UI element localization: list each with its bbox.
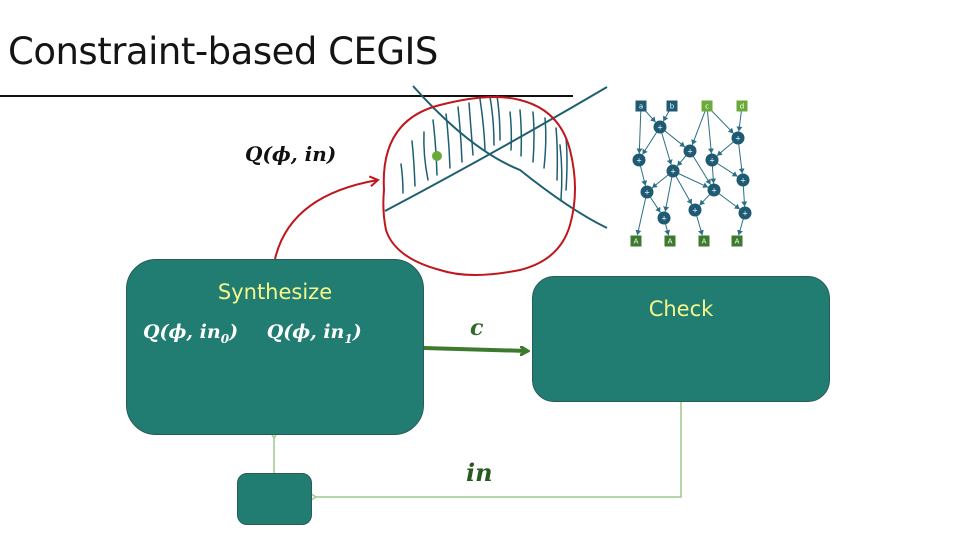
dag-edge [663,170,674,212]
hatching-strokes [400,95,568,201]
dag-operator-node [707,183,721,197]
dag-input-label: a [639,103,643,111]
dag-operator-label: + [742,210,748,218]
dag-output-node [630,235,642,247]
program-dag: a b c d + + + + + + + + + + + + A A A A [630,100,752,247]
dag-operator-node [632,153,646,167]
constraint-line-2 [412,85,608,229]
candidate-point [432,151,442,161]
synthesize-box[interactable]: Synthesize Q(ϕ, in0) Q(ϕ, in1) [126,259,424,435]
query-arrow [274,175,380,260]
equation-1: Q(ϕ, in1) [266,321,362,346]
input-store-box[interactable] [237,473,312,525]
dag-operator-label: + [735,135,741,143]
dag-operator-label: + [670,168,676,176]
dag-edge [691,105,708,146]
dag-operator-node [705,153,719,167]
equation-1-subscript: 1 [344,331,353,346]
dag-operator-label: + [636,157,642,165]
dag-output-node [731,235,743,247]
dag-output-label: A [735,238,740,246]
dag-input-label: c [705,103,709,111]
equation-0-main: Q(ϕ, in [143,321,221,343]
dag-input-label: b [670,103,675,111]
dag-operator-node [666,164,680,178]
dag-input-node [635,100,647,112]
dag-operator-label: + [661,215,667,223]
dag-input-label: d [740,103,744,111]
dag-output-label: A [702,238,707,246]
equation-1-close: ) [352,321,362,343]
candidate-label: c [470,315,484,341]
check-box[interactable]: Check [532,276,830,402]
title-underline [0,95,573,97]
dag-operator-node [640,185,654,199]
dag-operator-node [736,173,750,187]
dag-edge [689,150,712,185]
synthesize-equations: Q(ϕ, in0) Q(ϕ, in1) [143,321,384,346]
dag-output-label: A [668,238,673,246]
dag-operator-label: + [709,157,715,165]
equation-0-subscript: 0 [220,331,230,346]
dag-operator-node [657,211,671,225]
check-label: Check [648,297,714,321]
dag-edge [706,105,714,154]
dag-output-node [664,235,676,247]
solution-space-outline [382,95,576,276]
dag-edge [636,105,643,154]
dag-output-label: A [634,238,639,246]
equation-0: Q(ϕ, in0) [143,321,239,346]
dag-input-node [736,100,748,112]
slide-title: Constraint-based CEGIS [8,30,438,73]
dag-operator-label: + [740,177,746,185]
dag-operator-node [731,131,745,145]
dag-operator-label: + [687,148,693,156]
input-label: in [466,458,493,487]
feedback-arrow [307,402,682,503]
dag-operator-node [738,206,752,220]
dag-operator-label: + [692,207,698,215]
equation-1-main: Q(ϕ, in [266,321,345,343]
dag-operator-node [683,144,697,158]
dag-input-node [701,100,713,112]
dag-input-node [666,100,678,112]
constraint-line-1 [384,86,608,212]
equation-0-close: ) [229,321,239,343]
dag-operator-node [688,203,702,217]
dag-operator-node [653,120,667,134]
dag-operator-label: + [644,189,650,197]
query-label: Q(ϕ, in) [245,142,337,166]
dag-operator-label: + [711,187,717,195]
dag-edge [635,191,648,236]
dag-output-node [698,235,710,247]
synthesize-label: Synthesize [217,280,333,304]
dag-operator-label: + [657,124,663,132]
candidate-arrow [423,348,528,351]
dag-edge [659,126,673,165]
